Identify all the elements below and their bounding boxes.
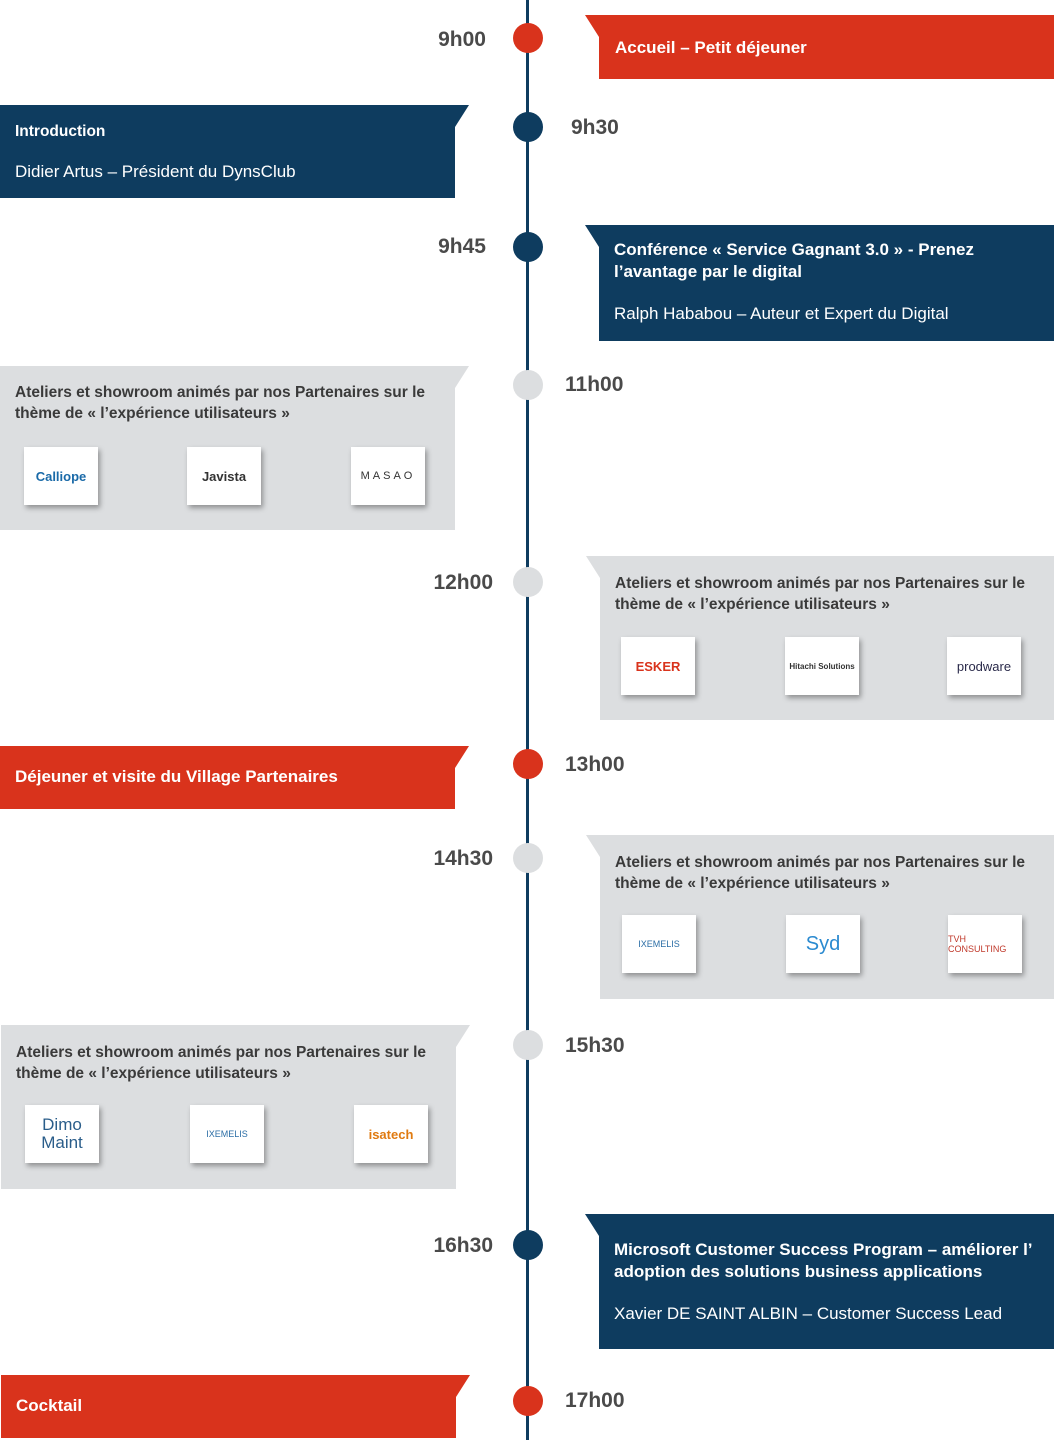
event-time: 15h30 (565, 1034, 625, 1057)
partner-logo-isatech: isatech (354, 1105, 428, 1163)
event-time: 13h00 (565, 753, 625, 776)
event-speaker: Xavier DE SAINT ALBIN – Customer Success… (614, 1304, 1003, 1323)
event-title: Ateliers et showroom animés par nos Part… (615, 575, 1026, 613)
event-card: Accueil – Petit déjeuner (585, 15, 1054, 79)
timeline-dot (513, 23, 543, 53)
timeline-dot (513, 112, 543, 142)
timeline-dot (513, 749, 543, 779)
timeline-dot (513, 1230, 543, 1260)
event-card: Déjeuner et visite du Village Partenaire… (0, 746, 469, 809)
event-card: Conférence « Service Gagnant 3.0 » - Pre… (585, 225, 1054, 341)
event-card: Cocktail (1, 1375, 470, 1438)
event-card: Microsoft Customer Success Program – amé… (585, 1214, 1054, 1349)
event-title: Introduction (15, 123, 106, 140)
partner-logo-hitachi-solutions: Hitachi Solutions (785, 637, 859, 695)
event-time: 9h30 (571, 116, 619, 139)
partner-card: Ateliers et showroom animés par nos Part… (586, 835, 1054, 999)
event-speaker: Didier Artus – Président du DynsClub (15, 162, 296, 181)
event-time: 16h30 (433, 1234, 493, 1257)
partner-logo-prodware: prodware (947, 637, 1021, 695)
partner-logo-masao: MASAO (351, 447, 425, 505)
event-title: Ateliers et showroom animés par nos Part… (615, 854, 1026, 892)
partner-logo-syd: Syd (786, 915, 860, 973)
event-time: 9h45 (438, 235, 486, 258)
partner-card: Ateliers et showroom animés par nos Part… (586, 556, 1054, 720)
timeline-dot (513, 843, 543, 873)
partner-logo-ixemelis: IXEMELIS (190, 1105, 264, 1163)
partner-logo-javista: Javista (187, 447, 261, 505)
event-title: Ateliers et showroom animés par nos Part… (15, 384, 426, 422)
partner-card: Ateliers et showroom animés par nos Part… (1, 1025, 470, 1189)
event-time: 17h00 (565, 1389, 625, 1412)
timeline-dot (513, 567, 543, 597)
partner-logo-calliope: Calliope (24, 447, 98, 505)
partner-logo-tvh-consulting: TVH CONSULTING (948, 915, 1022, 973)
partner-logo-ixemelis: IXEMELIS (622, 915, 696, 973)
event-title: Ateliers et showroom animés par nos Part… (16, 1044, 427, 1082)
partner-logo-esker: ESKER (621, 637, 695, 695)
timeline-dot (513, 370, 543, 400)
partner-logo-dimo-maint: Dimo Maint (25, 1105, 99, 1163)
timeline-spine (526, 0, 529, 1440)
event-time: 12h00 (433, 571, 493, 594)
timeline-dot (513, 1030, 543, 1060)
event-title: Accueil – Petit déjeuner (615, 38, 807, 57)
event-time: 11h00 (565, 373, 624, 396)
timeline-dot (513, 1386, 543, 1416)
event-card: Introduction Didier Artus – Président du… (0, 105, 469, 198)
event-title: Microsoft Customer Success Program – amé… (614, 1240, 1032, 1281)
event-title: Conférence « Service Gagnant 3.0 » - Pre… (614, 240, 974, 281)
event-time: 9h00 (438, 28, 486, 51)
event-time: 14h30 (433, 847, 493, 870)
partner-card: Ateliers et showroom animés par nos Part… (0, 366, 469, 530)
timeline-dot (513, 232, 543, 262)
event-title: Cocktail (16, 1396, 83, 1415)
event-title: Déjeuner et visite du Village Partenaire… (15, 767, 338, 786)
event-speaker: Ralph Hababou – Auteur et Expert du Digi… (614, 304, 949, 323)
